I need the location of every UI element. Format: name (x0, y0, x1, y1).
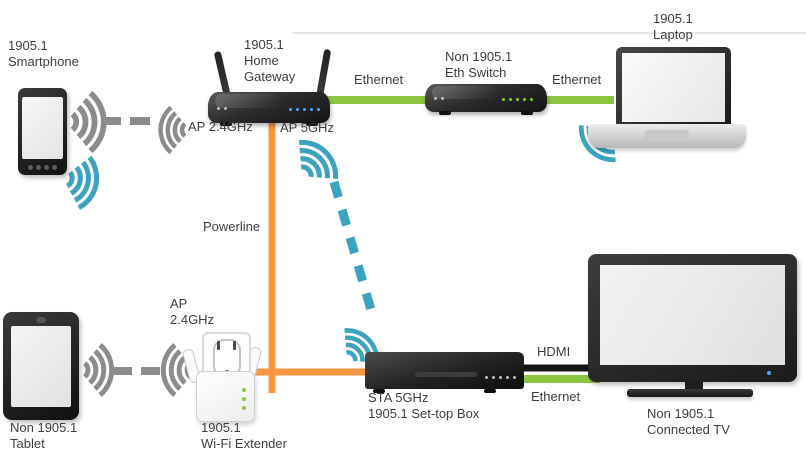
tv-power-led (767, 371, 771, 375)
wifi-fan-smartphone-24ghz-icon (70, 90, 107, 154)
tablet-screen (11, 326, 71, 407)
powerline-label: Powerline (203, 219, 261, 234)
stb-disc-tray (415, 372, 477, 377)
tv-neck (685, 381, 703, 390)
smartphone-device (18, 88, 67, 175)
smartphone-screen (22, 97, 63, 159)
wifi-fan-smartphone-5ghz-icon (65, 155, 100, 210)
ethernet-stb-tv-label: Ethernet (531, 389, 581, 404)
divider-line (292, 32, 806, 34)
extender-leds (242, 388, 246, 410)
ap-5ghz-label: AP 5GHz (280, 120, 334, 135)
set-top-box-device (365, 352, 524, 393)
laptop-base (588, 124, 746, 148)
ethernet-switch-laptop-label: Ethernet (552, 72, 602, 87)
smartphone-buttons (28, 165, 57, 170)
wifi-fan-gateway-24ghz-icon (158, 105, 187, 155)
ap-24ghz-gateway-label: AP 2.4GHz (188, 119, 253, 134)
extender-body (196, 371, 255, 422)
tablet-camera (36, 317, 46, 323)
link-wifi5-gateway-stb (329, 180, 376, 312)
ethernet-gw-switch-label: Ethernet (354, 72, 404, 87)
tv-stand (627, 389, 753, 397)
tablet-device (3, 312, 79, 420)
tv-frame (588, 254, 797, 382)
wifi-fan-gateway-5ghz-icon (298, 139, 339, 180)
laptop-screen (616, 47, 731, 127)
wifi-fan-tablet-24ghz-icon (82, 343, 115, 397)
hdmi-label: HDMI (537, 344, 571, 359)
tv-screen (600, 265, 785, 365)
